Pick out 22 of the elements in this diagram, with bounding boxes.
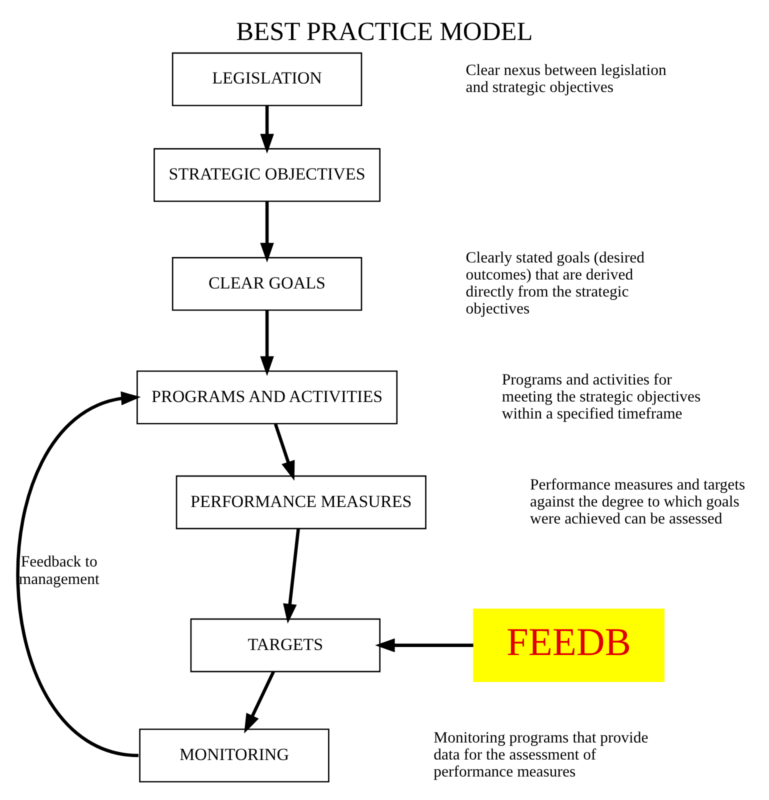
- arrow: [260, 202, 274, 263]
- node-box: PERFORMANCE MEASURES: [176, 475, 426, 530]
- label: Clearly stated goals (desired outcomes) that are derived directly from the strategic objectives: [466, 249, 644, 318]
- label: Performance measures and targets against the degree to which goals were achieved can be assessed: [530, 476, 746, 528]
- arrow: [274, 423, 295, 481]
- arrow: [260, 310, 274, 376]
- node-box: MONITORING: [139, 728, 330, 782]
- node-box: STRATEGIC OBJECTIVES: [154, 148, 381, 202]
- label: Clear nexus between legislation and strategic objectives: [466, 62, 666, 96]
- node-box: CLEAR GOALS: [172, 257, 362, 311]
- arrow: [375, 638, 474, 652]
- arrow: [260, 106, 274, 154]
- label: Programs and activities for meeting the strategic objectives within a specified timeframe: [502, 371, 701, 422]
- arrow: [283, 528, 300, 624]
- node-box: FEEDB: [473, 608, 665, 682]
- node-box: TARGETS: [190, 618, 381, 672]
- diagram-title: BEST PRACTICE MODEL: [236, 16, 533, 46]
- node-box: PROGRAMS AND ACTIVITIES: [136, 370, 398, 424]
- arrow: [16, 391, 141, 758]
- arrow: [244, 670, 276, 734]
- label: Monitoring programs that provide data for the assessment of performance measures: [434, 730, 648, 781]
- node-box: LEGISLATION: [172, 52, 362, 106]
